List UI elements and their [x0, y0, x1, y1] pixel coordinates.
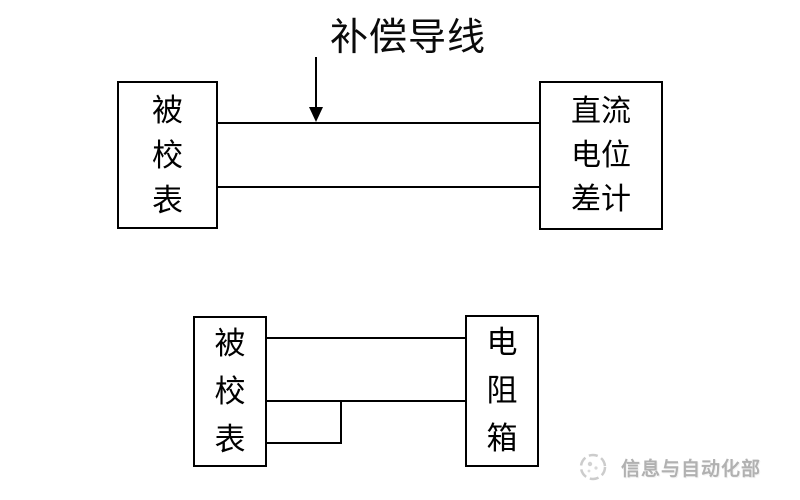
dc-potentiometer-box: 直流电位差计 — [539, 81, 663, 230]
meter-under-test-label-2: 被校表 — [214, 325, 246, 457]
watermark-logo-icon — [579, 453, 607, 481]
meter-under-test-label: 被校表 — [152, 92, 183, 218]
down-arrow-icon — [309, 107, 323, 122]
top-diagram-wire-lower — [218, 186, 539, 188]
watermark-text: 信息与自动化部 — [621, 458, 762, 480]
bottom-diagram-stub-horizontal — [267, 442, 342, 444]
dc-potentiometer-label: 直流电位差计 — [571, 94, 631, 216]
compensation-wire-label: 补偿导线 — [330, 17, 487, 59]
resistance-box: 电阻箱 — [465, 315, 539, 467]
meter-under-test-box-bottom: 被校表 — [193, 316, 267, 467]
top-diagram-wire-upper — [218, 122, 539, 124]
bottom-diagram-stub-vertical — [340, 400, 342, 444]
watermark: 信息与自动化部 — [578, 452, 761, 482]
meter-under-test-box-top: 被校表 — [117, 81, 218, 229]
down-arrow-shaft — [315, 57, 317, 109]
bottom-diagram-wire-middle — [267, 400, 465, 402]
resistance-box-label: 电阻箱 — [486, 325, 518, 456]
bottom-diagram-wire-upper — [267, 337, 465, 339]
